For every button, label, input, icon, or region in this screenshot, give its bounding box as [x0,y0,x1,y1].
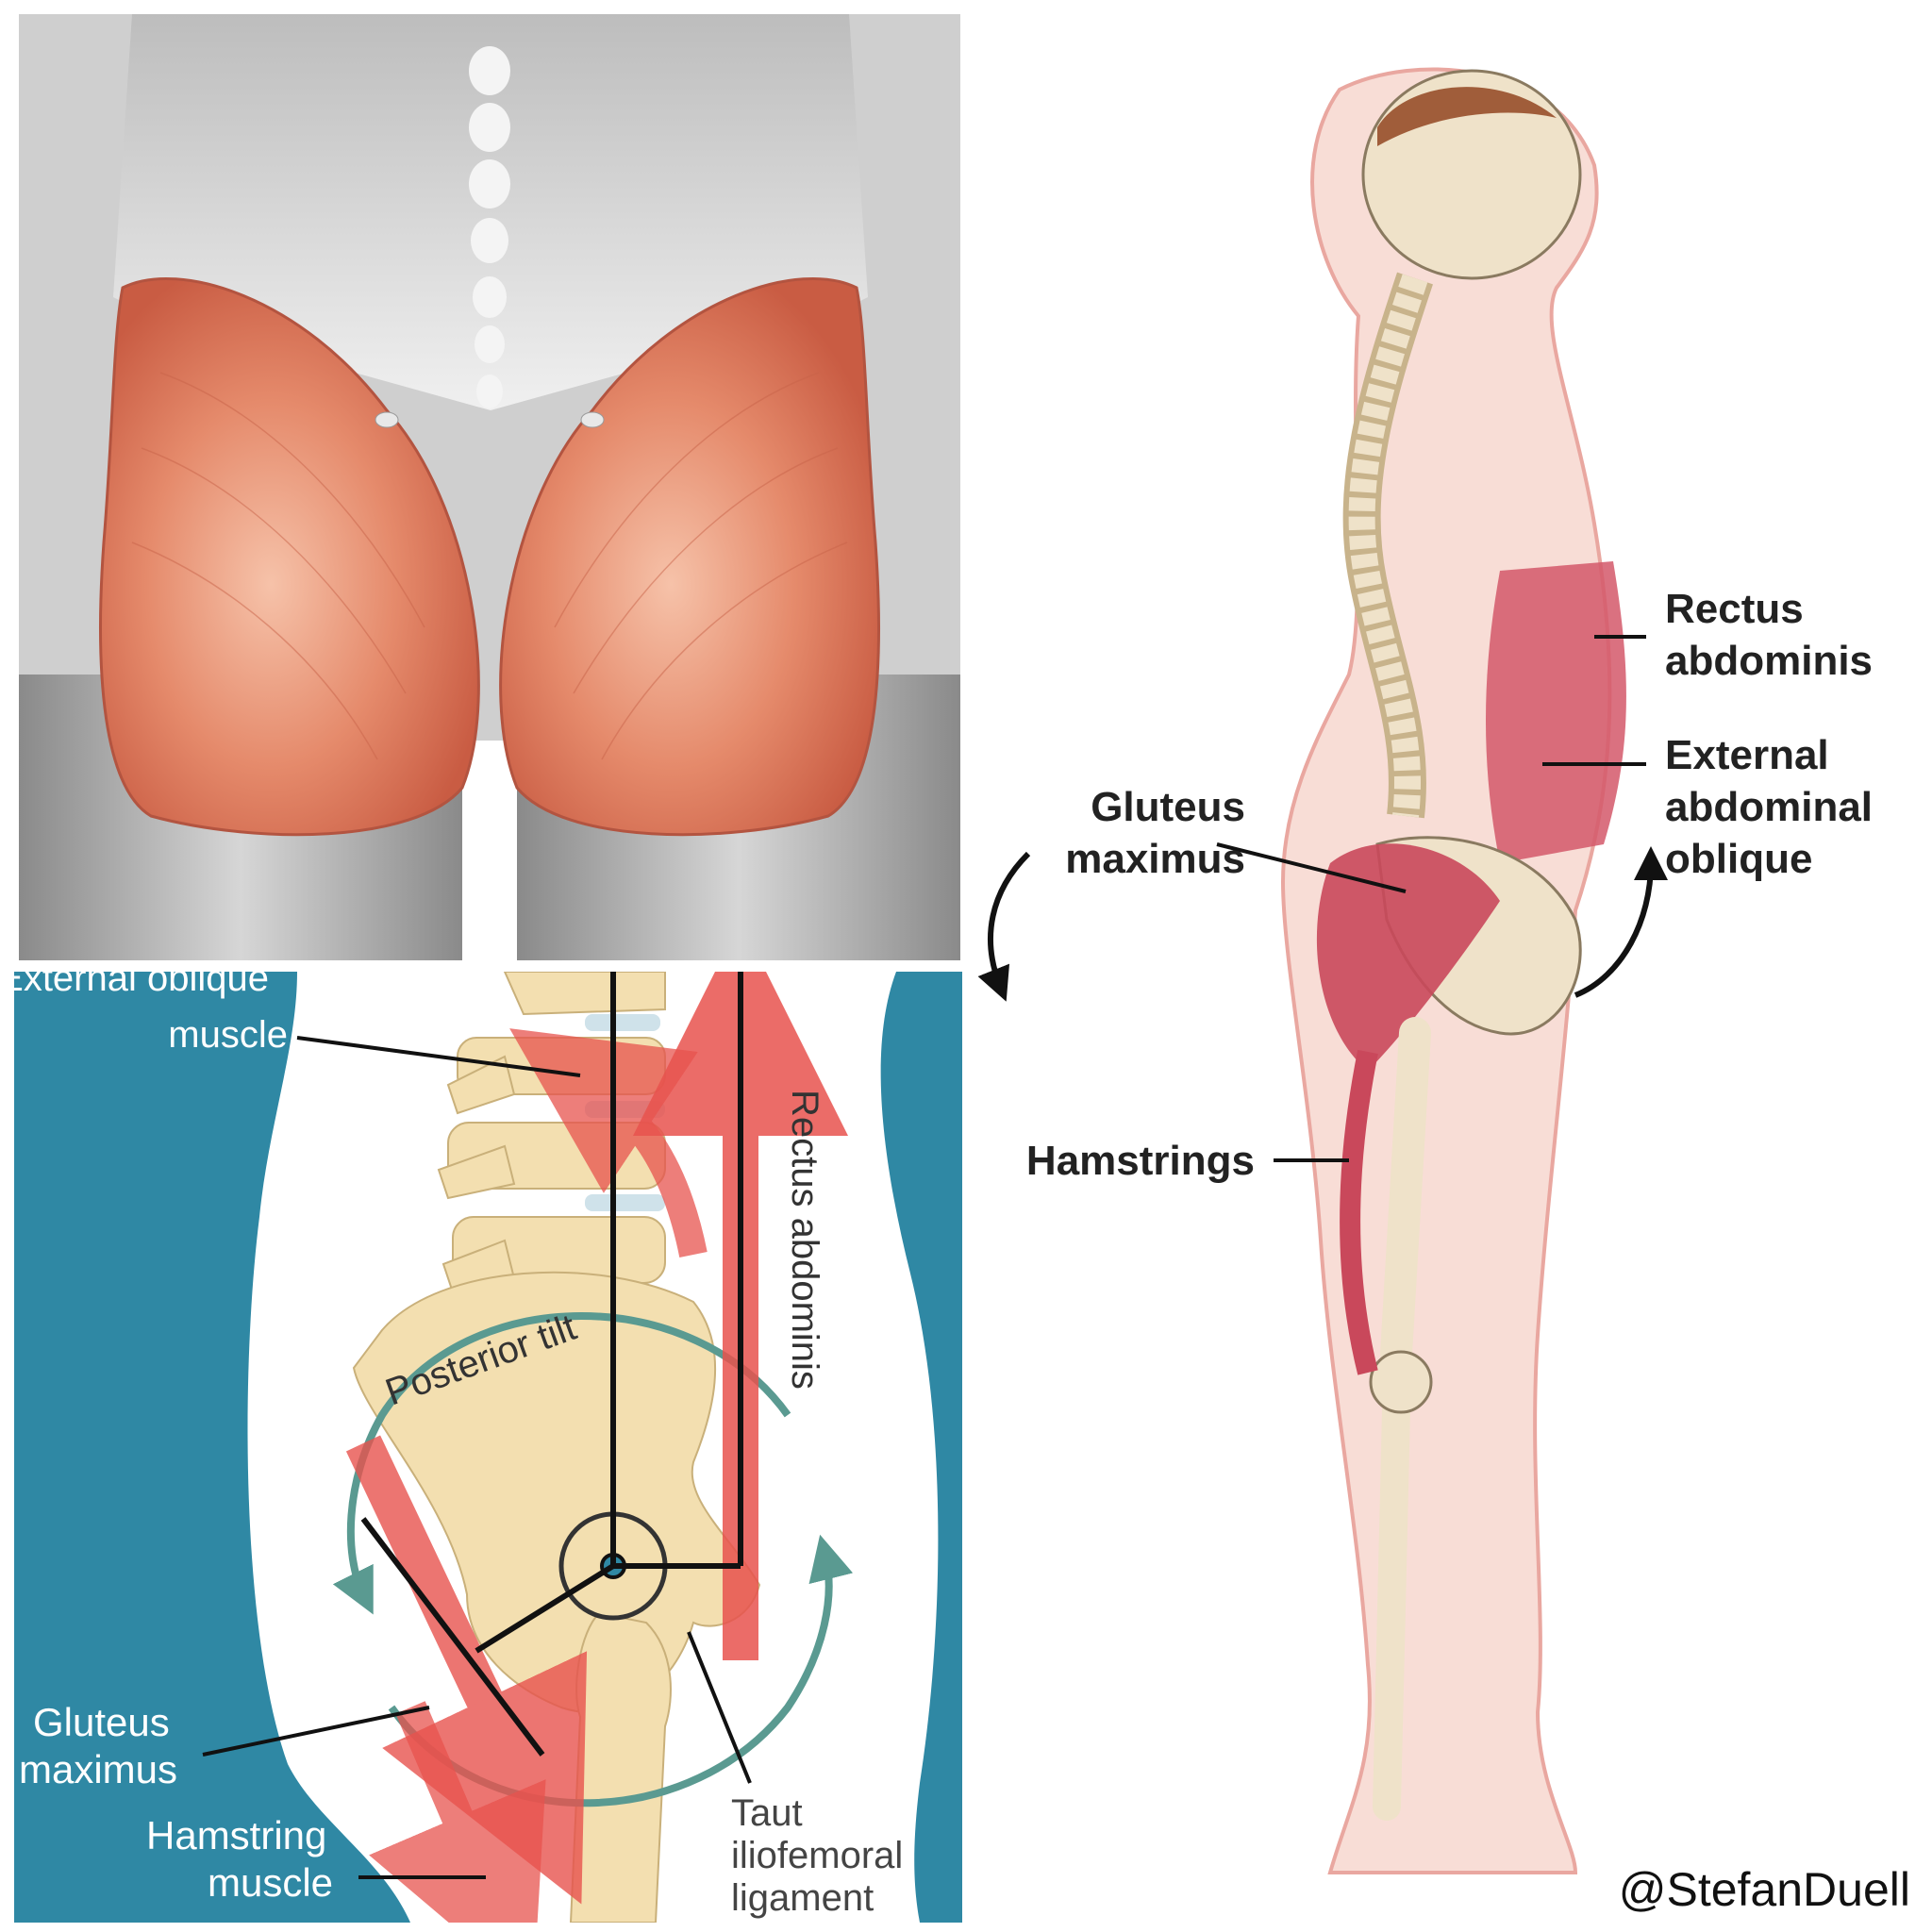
credit-handle: @StefanDuell [1619,1863,1910,1916]
lever-lines [360,972,743,1757]
gluteus-rotation-arrow [977,851,1031,1002]
label-gluteus-side-line2: maximus [1065,836,1245,882]
label-rectus-line1: Rectus [1665,586,1804,632]
label-taut-line2: iliofemoral [731,1835,903,1876]
label-external-line2: abdominal [1665,784,1873,830]
tilt-arc-upper [332,1312,791,1615]
posterior-tilt-svg: External oblique muscle Rectus abdominis… [14,972,962,1923]
side-view-skeleton-diagram: Rectus abdominis External abdominal obli… [972,14,1924,1920]
knee-side [1369,1350,1433,1414]
glutes-illustration-svg [19,14,960,960]
label-external-oblique-line2: muscle [168,1014,288,1056]
tibia-side [1373,1396,1410,1821]
femur-side [1380,1017,1431,1370]
lower-back-muscles [113,14,868,410]
spine-vertebrae-side [1348,274,1428,818]
skull-top [1377,87,1557,146]
left-sacral-dimple [375,411,399,428]
posterior-tilt-diagram: External oblique muscle Rectus abdominis… [14,972,962,1923]
label-gluteus-line2: maximus [19,1747,177,1791]
side-view-svg: Rectus abdominis External abdominal obli… [977,67,1910,1916]
label-external-line1: External [1665,732,1829,778]
gluteus-maximus-side [1316,843,1500,1071]
label-rectus-line2: abdominis [1665,638,1873,684]
gluteus-maximus-arrow [345,1435,588,1905]
label-external-oblique-line1: External oblique [14,972,269,999]
label-hamstring-line1: Hamstring [146,1813,326,1857]
right-sacral-dimple [580,411,605,428]
spine-vertebrae [469,46,510,408]
label-gluteus-line1: Gluteus [33,1700,170,1744]
label-hamstrings-side: Hamstrings [1026,1138,1255,1184]
abdominal-rotation-arrow [1574,846,1668,998]
label-taut-line1: Taut [731,1792,803,1834]
external-oblique-arrow [509,1028,708,1257]
label-external-line3: oblique [1665,836,1812,882]
label-rectus-abdominis: Rectus abdominis [784,1090,825,1390]
label-leader-lines [202,1036,752,1879]
hamstring-arrow [369,1701,546,1923]
side-leader-lines [1216,635,1646,1162]
gluteus-fibres [131,372,848,760]
label-taut-line3: ligament [731,1877,874,1919]
abdominal-muscles [1486,561,1626,863]
glutes-rear-view-illustration [19,14,960,960]
hamstrings-side [1340,1049,1378,1375]
gap-between-legs [462,741,517,960]
femur-bone [569,1611,672,1923]
label-hamstring-line2: muscle [208,1860,333,1905]
label-gluteus-side-line1: Gluteus [1091,784,1245,830]
